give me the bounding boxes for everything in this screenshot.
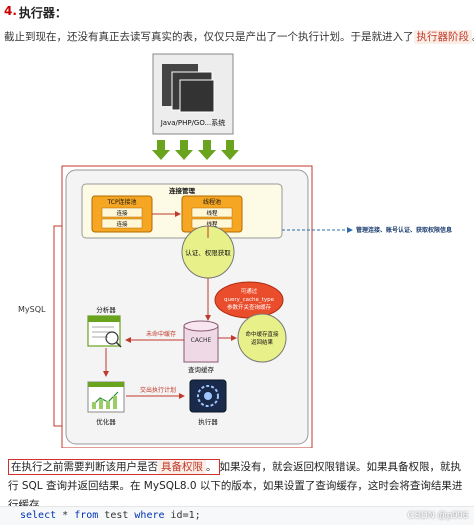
mysql-label: MySQL bbox=[18, 305, 46, 314]
cache-box-label: CACHE bbox=[191, 337, 212, 344]
code-block: select * from test where id=1; CSDN @p99… bbox=[0, 506, 474, 525]
parser-node: 分析器 bbox=[87, 305, 122, 348]
thread-2: 线程 bbox=[206, 220, 218, 228]
code-t3: id=1; bbox=[164, 510, 201, 521]
client-system-box: Java/PHP/GO...系统 bbox=[152, 53, 234, 135]
qc-note-2: query_cache_type bbox=[224, 297, 275, 303]
cache-hit-1: 命中缓存直接 bbox=[245, 330, 279, 338]
intro-text: 截止到现在，还没有真正去读写真实的表，仅仅只是产出了一个执行计划。于是就进入了执… bbox=[4, 29, 474, 44]
code-t1: * bbox=[56, 510, 75, 521]
submit-plan-label: 交出执行计划 bbox=[140, 386, 176, 394]
cache-hit-node: 命中缓存直接 返回结果 bbox=[237, 313, 287, 363]
cache-caption: 查询缓存 bbox=[188, 365, 215, 374]
mysql-architecture-diagram: Java/PHP/GO...系统 MySQL 连接管理 TCP连接池 连接 连接… bbox=[4, 50, 466, 449]
parser-label: 分析器 bbox=[96, 305, 116, 314]
kw-where: where bbox=[134, 510, 165, 521]
client-label: Java/PHP/GO...系统 bbox=[160, 118, 226, 127]
paragraph-rest: 如果没有，就会返回权限错误。如果具备权限，就执行 SQL 查询并返回结果。在 M… bbox=[8, 461, 463, 511]
explanation-paragraph: 在执行之前需要判断该用户是否具备权限。如果没有，就会返回权限错误。如果具备权限，… bbox=[8, 458, 468, 515]
executor-node: 执行器 bbox=[189, 379, 227, 426]
optimizer-node: 优化器 bbox=[87, 381, 125, 426]
request-arrows bbox=[152, 140, 239, 160]
section-heading: 4. 执行器： bbox=[4, 4, 67, 21]
thread-pool-title: 线程池 bbox=[203, 198, 221, 206]
highlight-pre: 在执行之前需要判断该用户是否 bbox=[11, 461, 158, 473]
code-line: select * from test where id=1; bbox=[20, 510, 201, 521]
executor-stage-tag: 执行器阶段 bbox=[413, 30, 472, 44]
cache-miss-label: 未命中缓存 bbox=[146, 330, 176, 338]
auth-label: 认证、权限获取 bbox=[185, 248, 231, 257]
intro-end: 。 bbox=[472, 31, 474, 43]
intro-body: 截止到现在，还没有真正去读写真实的表，仅仅只是产出了一个执行计划。于是就进入了 bbox=[4, 31, 414, 43]
kw-from: from bbox=[74, 510, 99, 521]
qc-note-3: 参数开关查询缓存 bbox=[227, 303, 272, 311]
connection-management: 连接管理 TCP连接池 连接 连接 线程池 线程 线程 bbox=[81, 183, 283, 239]
tcp-pool-title: TCP连接池 bbox=[106, 198, 136, 206]
conn-mgmt-title: 连接管理 bbox=[169, 186, 196, 195]
thread-1: 线程 bbox=[206, 209, 218, 217]
highlighted-sentence: 在执行之前需要判断该用户是否具备权限。 bbox=[8, 459, 220, 475]
highlight-end: 。 bbox=[206, 461, 217, 473]
code-t2: test bbox=[98, 510, 135, 521]
cache-hit-2: 返回结果 bbox=[251, 338, 274, 346]
heading-title: 执行器： bbox=[18, 6, 67, 20]
qc-note-1: 可通过 bbox=[241, 287, 258, 295]
executor-label: 执行器 bbox=[198, 417, 218, 426]
has-permission-tag: 具备权限 bbox=[158, 460, 206, 474]
tcp-conn-2: 连接 bbox=[116, 220, 128, 228]
conn-side-note: 管理连接、账号认证、获取权限信息 bbox=[356, 226, 452, 234]
heading-number: 4. bbox=[4, 4, 17, 18]
query-cache-note: 可通过 query_cache_type 参数开关查询缓存 bbox=[214, 281, 284, 319]
query-cache-node: CACHE 查询缓存 bbox=[183, 320, 219, 374]
tcp-conn-1: 连接 bbox=[116, 209, 128, 217]
optimizer-label: 优化器 bbox=[96, 417, 116, 426]
csdn-watermark: CSDN @p996 bbox=[407, 510, 468, 521]
kw-select: select bbox=[20, 510, 57, 521]
